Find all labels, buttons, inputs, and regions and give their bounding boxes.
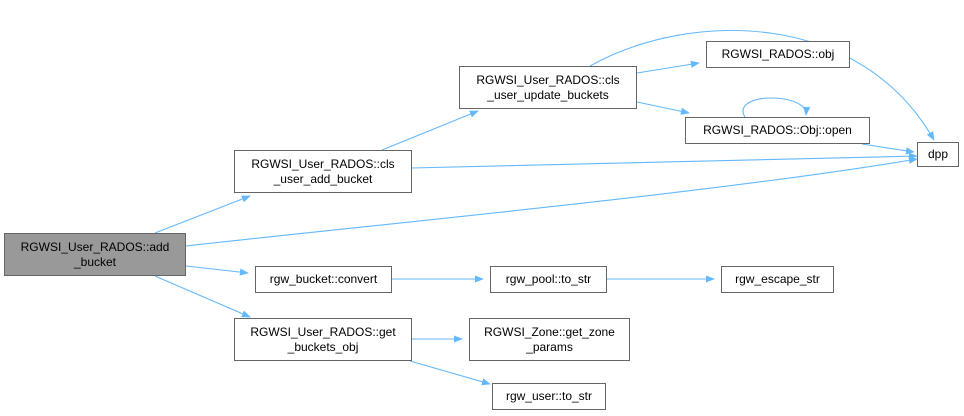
edge-get_buckets_obj-to-user_to_str: [409, 360, 491, 386]
node-label-line: _bucket: [73, 254, 117, 269]
edge-add_bucket-to-cls_user_add_bucket: [154, 195, 251, 234]
node-pool-to-str[interactable]: rgw_pool::to_str: [490, 266, 607, 293]
node-label-line: RGWSI_RADOS::Obj::open: [703, 123, 852, 137]
edge-add_bucket-to-dpp: [185, 156, 918, 247]
node-label-line: rgw_pool::to_str: [505, 272, 592, 286]
edge-cls_user_add_bucket-to-cls_user_update_buckets: [381, 110, 479, 151]
edge-cls_user_add_bucket-to-dpp: [411, 152, 918, 169]
node-user-to-str[interactable]: rgw_user::to_str: [492, 383, 606, 410]
node-bucket-convert[interactable]: rgw_bucket::convert: [255, 266, 392, 293]
node-get-buckets-obj[interactable]: RGWSI_User_RADOS::get _buckets_obj: [234, 318, 412, 361]
node-label-line: RGWSI_User_RADOS::add: [20, 239, 170, 254]
edge-cls_user_update_buckets-to-dpp: [589, 29, 935, 141]
node-label-line: RGWSI_User_RADOS::cls: [251, 156, 395, 171]
edge-add_bucket-to-get_buckets_obj: [154, 275, 251, 318]
node-label-line: _buckets_obj: [287, 339, 359, 354]
node-label-line: dpp: [927, 147, 949, 161]
edge-add_bucket-to-bucket_convert: [185, 265, 249, 276]
edges-layer: [154, 29, 935, 386]
node-dpp[interactable]: dpp: [917, 142, 959, 167]
node-label-line: RGWSI_User_RADOS::cls: [476, 72, 620, 87]
edge-cls_user_update_buckets-to-rados_obj: [636, 60, 700, 74]
node-label-line: RGWSI_Zone::get_zone: [484, 324, 615, 339]
node-label-line: rgw_bucket::convert: [269, 272, 378, 286]
node-label-line: _user_add_bucket: [273, 171, 373, 186]
node-label-line: rgw_escape_str: [735, 272, 820, 286]
node-label-line: RGWSI_User_RADOS::get: [250, 324, 396, 339]
node-get-zone-params[interactable]: RGWSI_Zone::get_zone _params: [469, 318, 630, 361]
node-cls-user-add-bucket[interactable]: RGWSI_User_RADOS::cls _user_add_bucket: [234, 150, 412, 193]
node-obj-open[interactable]: RGWSI_RADOS::Obj::open: [685, 117, 870, 144]
node-add-bucket[interactable]: RGWSI_User_RADOS::add _bucket: [4, 233, 186, 276]
node-rados-obj[interactable]: RGWSI_RADOS::obj: [706, 41, 850, 68]
node-label-line: rgw_user::to_str: [505, 389, 593, 403]
node-label-line: RGWSI_RADOS::obj: [721, 47, 835, 61]
node-label-line: _user_update_buckets: [487, 87, 609, 102]
edge-obj_open-to-dpp: [861, 143, 915, 155]
edge-obj_open-to-obj_open: [742, 97, 811, 118]
edge-cls_user_update_buckets-to-obj_open: [636, 101, 690, 115]
node-cls-user-update-buckets[interactable]: RGWSI_User_RADOS::cls _user_update_bucke…: [459, 66, 637, 109]
node-label-line: _params: [526, 339, 573, 354]
node-escape-str[interactable]: rgw_escape_str: [721, 266, 834, 293]
